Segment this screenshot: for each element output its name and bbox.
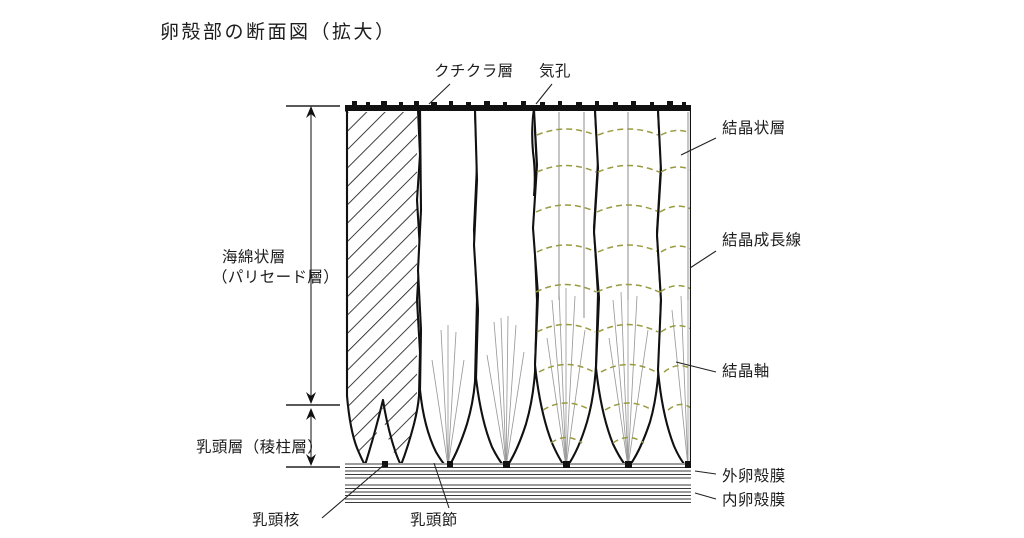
palisade-column-edge: [655, 108, 691, 466]
leader-growth-line: [689, 250, 717, 269]
growth-lines-5: [596, 128, 660, 444]
growth-lines-4: [535, 128, 597, 444]
palisade-column-hatched: [345, 108, 422, 466]
leader-inner-membrane: [694, 492, 717, 500]
leader-pore: [535, 83, 553, 105]
pore-channel: [531, 107, 536, 197]
label-pore: 気孔: [539, 62, 571, 80]
crystal-fan-2: [431, 325, 465, 466]
palisade-column-growth-b: [592, 108, 663, 466]
growth-lines-6: [659, 129, 691, 411]
label-palisade-line2: （パリセード層）: [212, 268, 339, 286]
label-inner-membrane: 内卵殻膜: [722, 491, 786, 509]
leader-crystal-axis: [675, 361, 717, 373]
crystal-fan-3: [486, 315, 525, 466]
palisade-column-plain: [416, 108, 479, 466]
dimension-mammillary: [286, 408, 340, 468]
label-palisade-line1: 海綿状層: [222, 248, 286, 266]
leader-crystal-layer: [680, 137, 717, 156]
palisade-column-growth-a: [531, 108, 600, 466]
label-crystal-axis: 結晶軸: [722, 362, 770, 380]
crystal-fan-4: [546, 288, 586, 466]
inner-shell-membrane: [345, 484, 691, 506]
palisade-column-pore: [472, 108, 539, 466]
label-outer-membrane: 外卵殻膜: [722, 467, 786, 485]
palisade-columns-group: [345, 108, 691, 466]
label-mammillary-layer: 乳頭層（稜柱層）: [196, 438, 323, 456]
page-title: 卵殻部の断面図（拡大）: [160, 21, 397, 43]
leader-outer-membrane: [694, 470, 717, 475]
label-growth-line: 結晶成長線: [722, 231, 802, 249]
outer-shell-membrane: [345, 463, 691, 479]
cuticle-layer-band: [345, 105, 691, 112]
dimension-palisade: [286, 105, 340, 406]
label-mammillary-core: 乳頭核: [252, 511, 300, 529]
crystal-fan-5: [608, 288, 649, 466]
crystal-fan-6: [671, 290, 689, 466]
leader-mammillary-knob: [433, 462, 450, 509]
leader-cuticle: [428, 83, 451, 105]
label-mammillary-knob: 乳頭節: [410, 511, 458, 529]
label-crystal-layer: 結晶状層: [722, 119, 786, 137]
leader-mammillary-core: [321, 463, 386, 519]
cuticle-speckles: [352, 101, 686, 105]
label-cuticle: クチクラ層: [434, 62, 514, 80]
